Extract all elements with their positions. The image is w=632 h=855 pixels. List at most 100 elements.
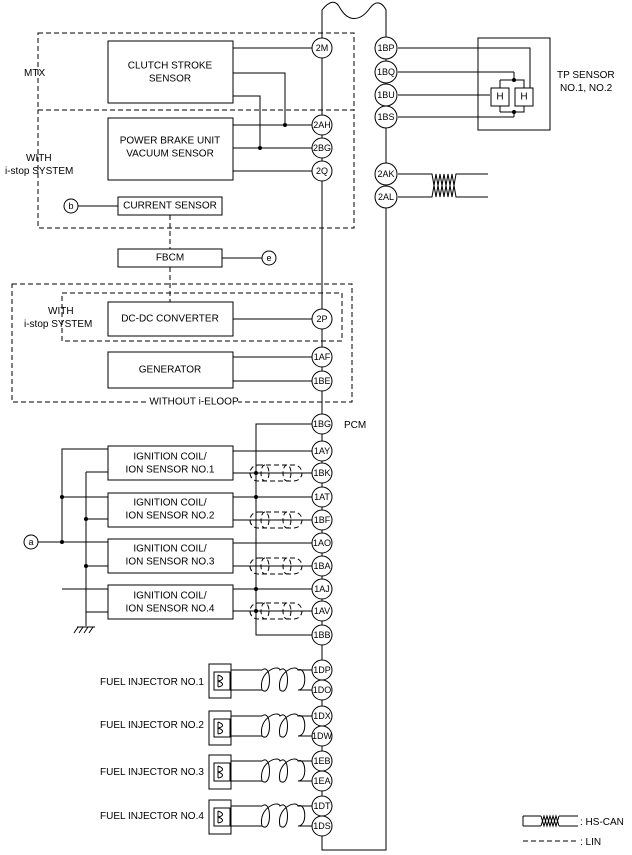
- clutch-stroke-sensor-label-2: SENSOR: [149, 74, 191, 85]
- pin-label: 1AO: [313, 538, 331, 548]
- pin-1ay: [311, 440, 333, 462]
- pin-label: 1DT: [313, 801, 331, 811]
- splice-2ah: [283, 123, 287, 127]
- ref-b-label: b: [68, 201, 73, 211]
- ref-b: [63, 198, 79, 214]
- pin-1ba: [311, 555, 333, 577]
- coil4-label-2: ION SENSOR NO.4: [126, 604, 215, 615]
- splice-2bg: [258, 146, 262, 150]
- coil4-label-1: IGNITION COIL/: [133, 591, 207, 602]
- pin-1bp: [374, 36, 398, 60]
- pin-label: 2Q: [316, 166, 328, 176]
- splice-b-1: [84, 517, 88, 521]
- pin-label: 1EA: [313, 776, 330, 786]
- pin-label: 2AK: [377, 169, 394, 179]
- ref-e-label: e: [266, 253, 271, 263]
- pin-1bs: [374, 105, 398, 129]
- istop-region-dcdc: [61, 292, 343, 342]
- current-sensor-label: CURRENT SENSOR: [123, 201, 217, 212]
- pbu-label-2: VACUUM SENSOR: [126, 149, 214, 160]
- inj4-label: FUEL INJECTOR NO.4: [100, 811, 204, 822]
- pin-label: 1AF: [314, 352, 331, 362]
- pin-label: 1AV: [314, 606, 330, 616]
- generator-label: GENERATOR: [139, 365, 201, 376]
- with-istop-label-2: i-stop SYSTEM: [5, 166, 73, 177]
- pin-1at: [311, 486, 333, 508]
- pin-1ao: [311, 532, 333, 554]
- pin-label: 1BA: [313, 561, 330, 571]
- pin-1bk: [311, 462, 333, 484]
- ref-e: [261, 250, 277, 266]
- tp-sensor-label-1: TP SENSOR: [557, 70, 615, 81]
- pin-label: 1BG: [313, 419, 331, 429]
- pin-2q: [311, 160, 333, 182]
- with-istop-label-b1: WITH: [48, 306, 74, 317]
- pin-1bf: [311, 509, 333, 531]
- pin-label: 1BQ: [377, 67, 395, 77]
- inj3-label: FUEL INJECTOR NO.3: [100, 767, 204, 778]
- pin-label: 1BU: [377, 90, 395, 100]
- wire-ion-common: [255, 423, 312, 636]
- pin-label: 1DW: [312, 731, 333, 741]
- ignition-coil-1: [107, 445, 234, 481]
- fuel-injector-3: [208, 754, 312, 790]
- pin-label: 2AL: [378, 192, 394, 202]
- tp-sensor-label-2: NO.1, NO.2: [560, 83, 613, 94]
- tp-splice-1: [512, 78, 516, 82]
- pin-1be: [311, 370, 333, 392]
- pin-2bg: [311, 137, 333, 159]
- without-ieloop-label-bg: [148, 397, 238, 407]
- coil1-label-2: ION SENSOR NO.1: [126, 465, 215, 476]
- splice-ion-4: [254, 609, 258, 613]
- ignition-coil-2: [107, 492, 234, 528]
- clutch-stroke-sensor-label-1: CLUTCH STROKE: [128, 61, 213, 72]
- mtx-label: MTX: [24, 68, 45, 79]
- pin-2ah: [311, 114, 333, 136]
- legend-hscan-symbol: [522, 814, 578, 828]
- fbcm-label: FBCM: [156, 253, 184, 264]
- istop-region-top: [37, 109, 355, 229]
- pin-label: 1AJ: [314, 584, 330, 594]
- pin-1bq: [374, 60, 398, 84]
- ignition-coil-3: [107, 538, 234, 574]
- tp-element-2-label: H: [520, 92, 527, 103]
- pin-label: 1BP: [377, 43, 394, 53]
- pin-1aj: [311, 578, 333, 600]
- pin-label: 1AT: [314, 492, 330, 502]
- pcm-label: PCM: [344, 420, 366, 431]
- tp-splice-2: [512, 110, 516, 114]
- tp-element-1: [490, 87, 510, 107]
- pbu-label-1: POWER BRAKE UNIT: [120, 136, 221, 147]
- coil2-label-1: IGNITION COIL/: [133, 498, 207, 509]
- pin-2p: [311, 308, 333, 330]
- pin-label: 1DO: [313, 685, 332, 695]
- shield-1bf: [249, 511, 303, 529]
- pin-label: 1AY: [314, 446, 330, 456]
- splice-ion-3: [254, 587, 258, 591]
- coil2-label-2: ION SENSOR NO.2: [126, 511, 215, 522]
- pin-2m: [311, 37, 333, 59]
- wire-clutch-2bg: [233, 95, 312, 149]
- pins-left: 2M 2AH 2BG 2Q 2P 1AF 1BE 1BG 1AY 1BK 1AT…: [311, 37, 333, 837]
- inj1-label: FUEL INJECTOR NO.1: [100, 677, 204, 688]
- pins-right: 1BP 1BQ 1BU 1BS 2AK 2AL: [374, 36, 398, 209]
- dcdc-label: DC-DC CONVERTER: [121, 314, 219, 325]
- inj2-label: FUEL INJECTOR NO.2: [100, 720, 204, 731]
- ignition-coil-4: [107, 584, 234, 620]
- shield-1av: [249, 602, 303, 620]
- dc-dc-converter: [107, 301, 234, 337]
- pin-label: 1BF: [314, 515, 331, 525]
- tp-element-2: [514, 87, 534, 107]
- without-ieloop-label: WITHOUT i-ELOOP: [149, 397, 239, 408]
- ignition-rail-b: [85, 471, 108, 626]
- pin-1bg: [311, 413, 333, 435]
- coil3-label-2: ION SENSOR NO.3: [126, 557, 215, 568]
- ground-symbol: [73, 626, 95, 634]
- power-brake-unit-vacuum-sensor: [107, 117, 234, 181]
- shield-1bk: [249, 464, 303, 482]
- splice-b-2: [84, 564, 88, 568]
- pin-label: 2M: [316, 43, 329, 53]
- legend-hscan-label: : HS-CAN: [580, 817, 624, 828]
- pin-label: 1BB: [313, 630, 330, 640]
